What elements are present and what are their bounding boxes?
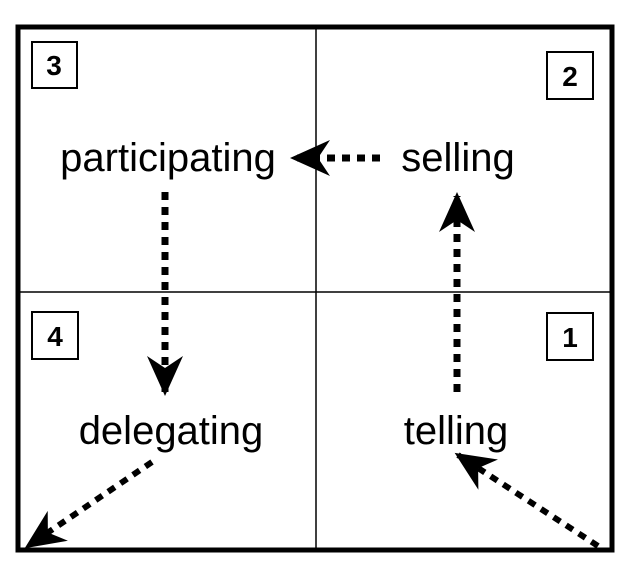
quadrant-3-label: participating: [60, 136, 276, 180]
arrow-into-telling: [454, 452, 600, 549]
quadrant-2: 2 selling: [401, 51, 594, 180]
quadrant-1-label: telling: [404, 409, 509, 453]
quadrant-4: 4 delegating: [31, 311, 264, 453]
quadrant-4-label: delegating: [79, 409, 264, 453]
quadrant-3-number-box: [31, 41, 78, 89]
quadrant-2-number: 2: [562, 61, 578, 92]
quadrant-1-number-box: [546, 312, 594, 361]
quadrant-3: 3 participating: [31, 41, 276, 180]
quadrant-4-number: 4: [47, 321, 63, 352]
quadrant-3-number: 3: [46, 50, 62, 81]
quadrant-1-number: 1: [562, 322, 578, 353]
outer-frame: [15, 24, 615, 553]
quadrant-1: 1 telling: [404, 312, 594, 453]
quadrant-4-number-box: [31, 311, 79, 360]
quadrant-2-number-box: [546, 51, 594, 100]
arrow-out-of-delegating: [24, 459, 154, 549]
quadrant-2-label: selling: [401, 136, 514, 180]
